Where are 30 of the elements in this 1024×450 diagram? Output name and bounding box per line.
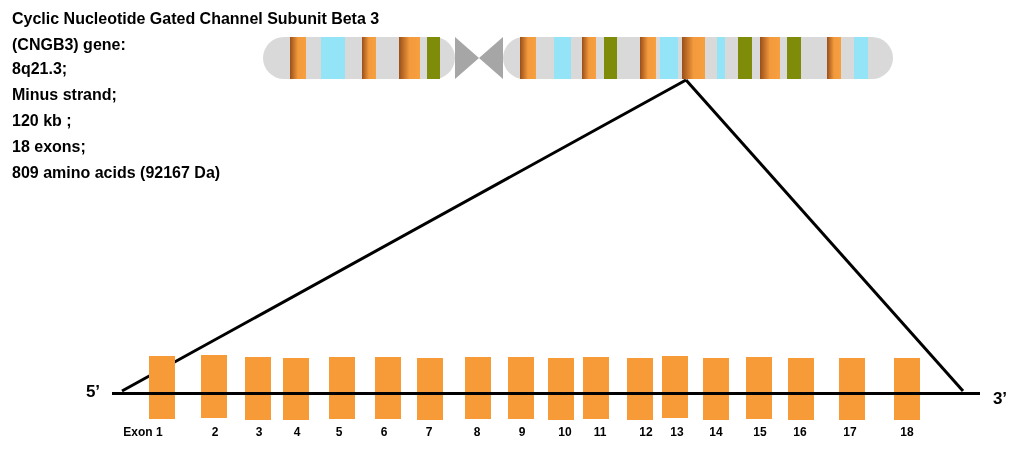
zoom-line <box>121 78 687 393</box>
exon-number: 14 <box>709 425 723 439</box>
exon-number: 16 <box>793 425 807 439</box>
zoom-line <box>684 79 965 392</box>
exon-number: 17 <box>843 425 857 439</box>
exon-number: 2 <box>211 425 219 439</box>
gene-line <box>112 392 980 395</box>
exon-number: 8 <box>473 425 481 439</box>
gene-info: 120 kb ; <box>12 111 72 131</box>
exon-number: 12 <box>639 425 653 439</box>
strand-end-label: 3’ <box>992 389 1008 409</box>
gene-info: 18 exons; <box>12 137 86 157</box>
exon-number: 4 <box>293 425 301 439</box>
gene-info: 8q21.3; <box>12 59 68 79</box>
gene-title: Cyclic Nucleotide Gated Channel Subunit Beta 3 (CNGB3) gene: <box>12 9 381 55</box>
exon-number: 6 <box>380 425 388 439</box>
exon-number: 5 <box>335 425 343 439</box>
exon-number: 13 <box>670 425 684 439</box>
strand-end-label: 5’ <box>85 382 101 402</box>
exon-number: 11 <box>593 425 607 439</box>
chromosome-drawing <box>263 37 893 79</box>
exon-number: 15 <box>753 425 767 439</box>
exon-number: 7 <box>425 425 433 439</box>
exon-number: 18 <box>900 425 914 439</box>
exon-number: 9 <box>518 425 526 439</box>
exon-number: 3 <box>255 425 263 439</box>
exon-number: Exon 1 <box>123 425 163 439</box>
gene-info: 809 amino acids (92167 Da) <box>12 163 221 183</box>
exon-number: 10 <box>558 425 572 439</box>
gene-info: Minus strand; <box>12 85 117 105</box>
